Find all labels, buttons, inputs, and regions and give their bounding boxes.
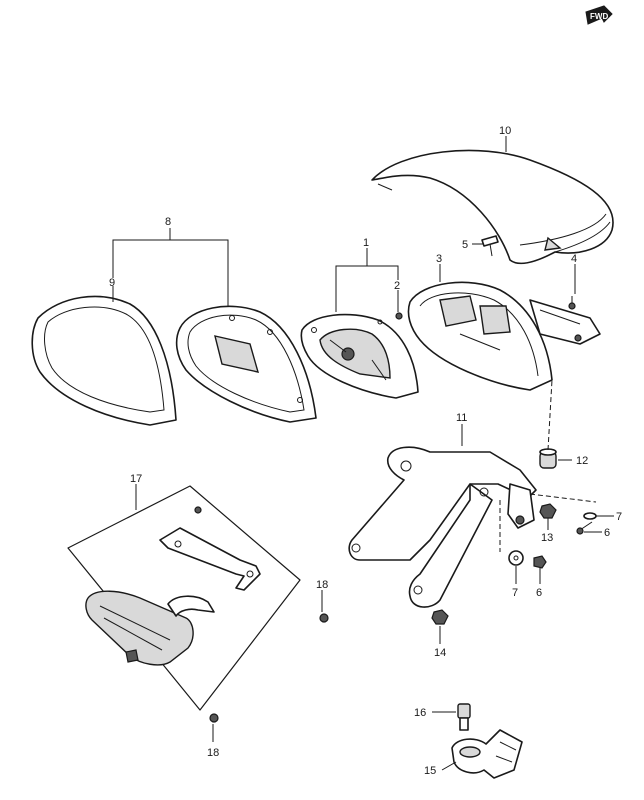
meter-unit xyxy=(300,313,419,399)
front-arrow-label: FWD xyxy=(590,12,608,21)
tail-lamp-assembly xyxy=(67,485,329,723)
bolt-16 xyxy=(457,703,471,731)
callout-7-right: 7 xyxy=(616,511,622,523)
callout-5: 5 xyxy=(462,239,468,251)
cushion xyxy=(539,448,557,469)
screw-4 xyxy=(568,296,576,310)
callout-6-lower: 6 xyxy=(536,587,542,599)
callout-8: 8 xyxy=(165,216,171,228)
callout-1: 1 xyxy=(363,237,369,249)
callout-18-upper: 18 xyxy=(316,579,328,591)
callout-3: 3 xyxy=(436,253,442,265)
lens-rim xyxy=(31,295,177,426)
callout-11: 11 xyxy=(456,412,467,424)
callout-10: 10 xyxy=(499,125,511,137)
callout-6-right: 6 xyxy=(604,527,610,539)
meter-bracket xyxy=(348,446,537,608)
callout-labels: 8 9 1 2 3 10 5 4 11 12 13 7 6 7 6 14 16 … xyxy=(109,125,622,777)
nut-13 xyxy=(539,503,557,519)
upper-case xyxy=(175,305,317,423)
screw-5 xyxy=(481,235,499,257)
callout-4: 4 xyxy=(571,253,577,265)
lower-case xyxy=(407,281,601,391)
washer-7b xyxy=(508,550,524,566)
callout-16: 16 xyxy=(414,707,426,719)
callout-17: 17 xyxy=(130,473,142,485)
callout-14: 14 xyxy=(434,647,446,659)
washer-7a xyxy=(583,512,597,520)
callout-12: 12 xyxy=(576,455,588,467)
leader-lines xyxy=(112,136,614,771)
callout-13: 13 xyxy=(541,532,553,544)
nut-14 xyxy=(431,609,449,625)
callout-18-lower: 18 xyxy=(207,747,219,759)
callout-9: 9 xyxy=(109,277,115,289)
callout-15: 15 xyxy=(424,765,436,777)
sensor xyxy=(451,729,523,779)
bolt-6a xyxy=(576,521,593,535)
callout-7-lower: 7 xyxy=(512,587,518,599)
callout-2: 2 xyxy=(394,280,400,292)
screw-2 xyxy=(395,312,403,320)
front-arrow-icon: FWD xyxy=(585,5,613,25)
meter-cover xyxy=(371,149,614,265)
bolt-6b xyxy=(533,555,547,569)
